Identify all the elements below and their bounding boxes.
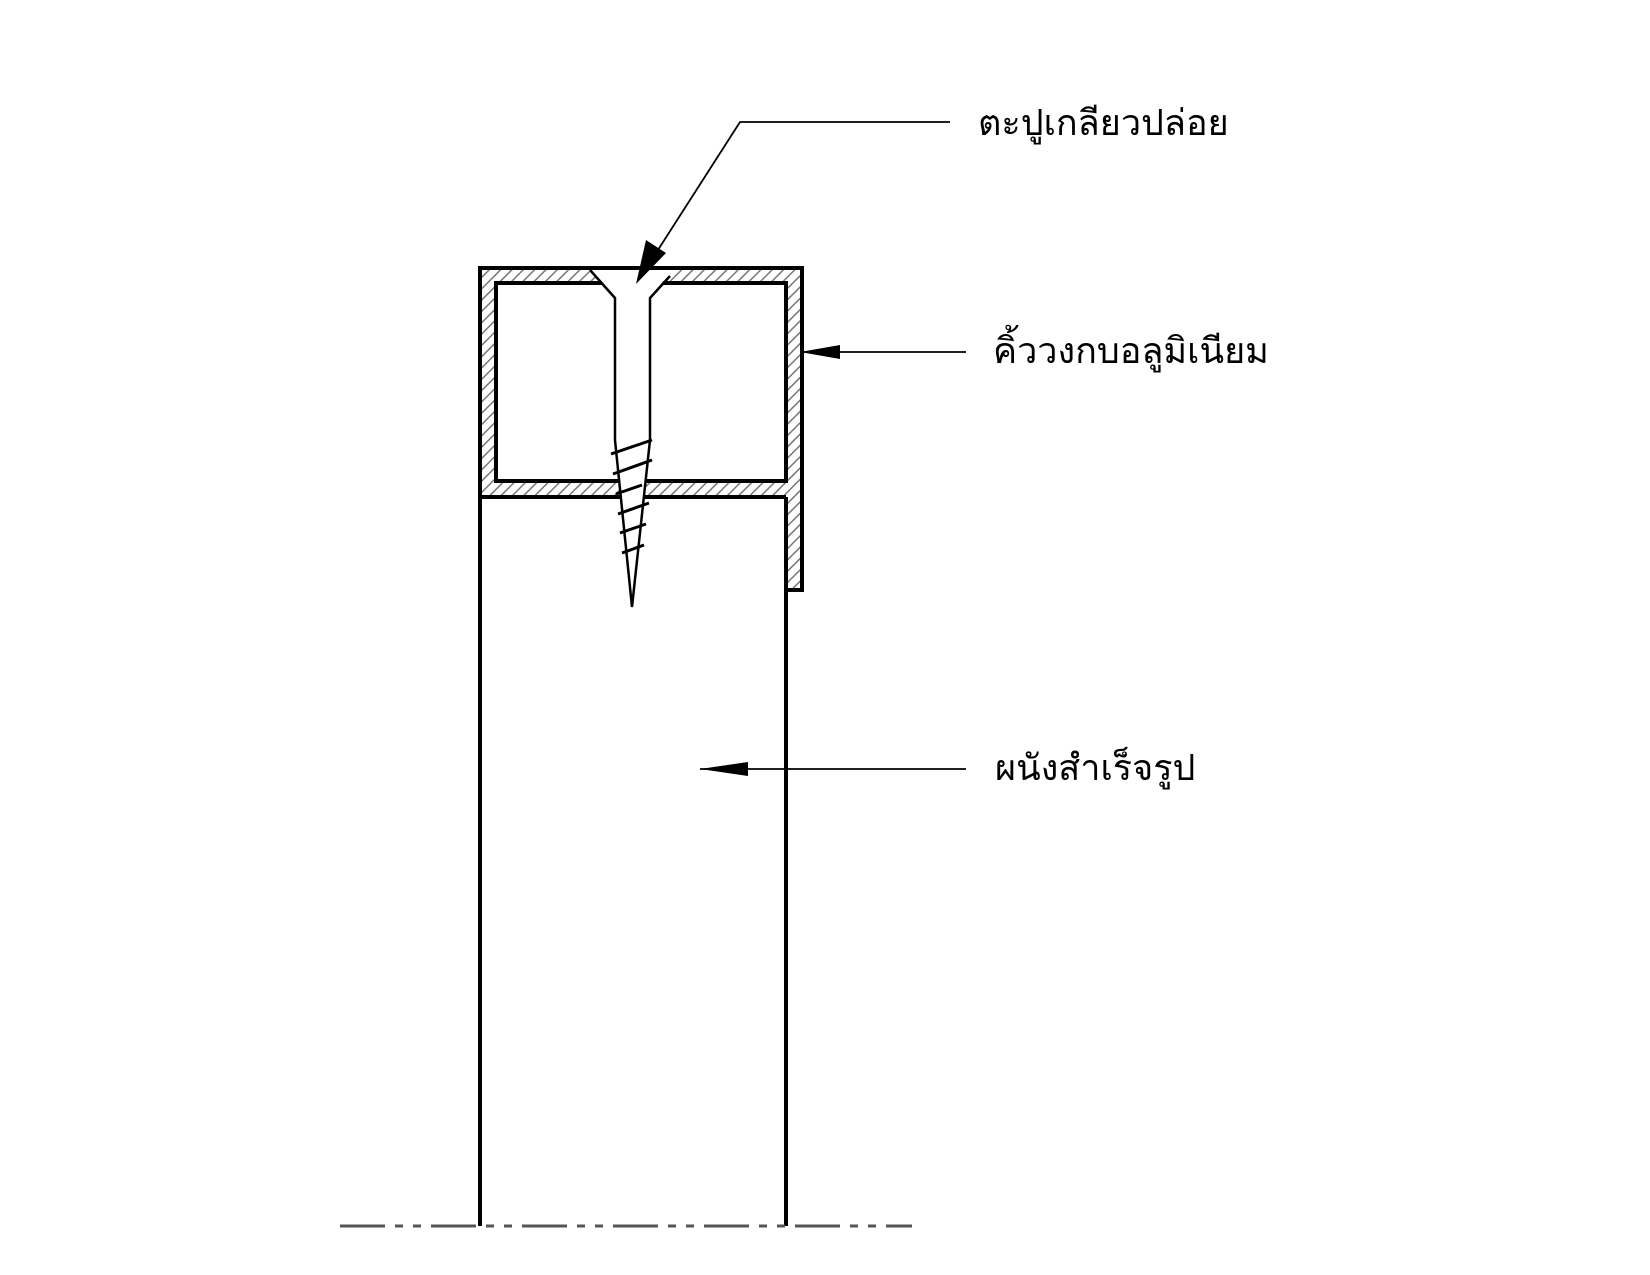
label-trim: คิ้ววงกบอลูมิเนียม (993, 324, 1269, 373)
leader-trim (800, 345, 966, 359)
leader-wall (700, 762, 966, 776)
screw (588, 269, 672, 608)
label-wall: ผนังสำเร็จรูป (995, 745, 1195, 790)
leader-screw (636, 121, 950, 284)
label-screw: ตะปูเกลียวปล่อย (978, 103, 1229, 145)
prefab-wall-panel (478, 266, 788, 1226)
